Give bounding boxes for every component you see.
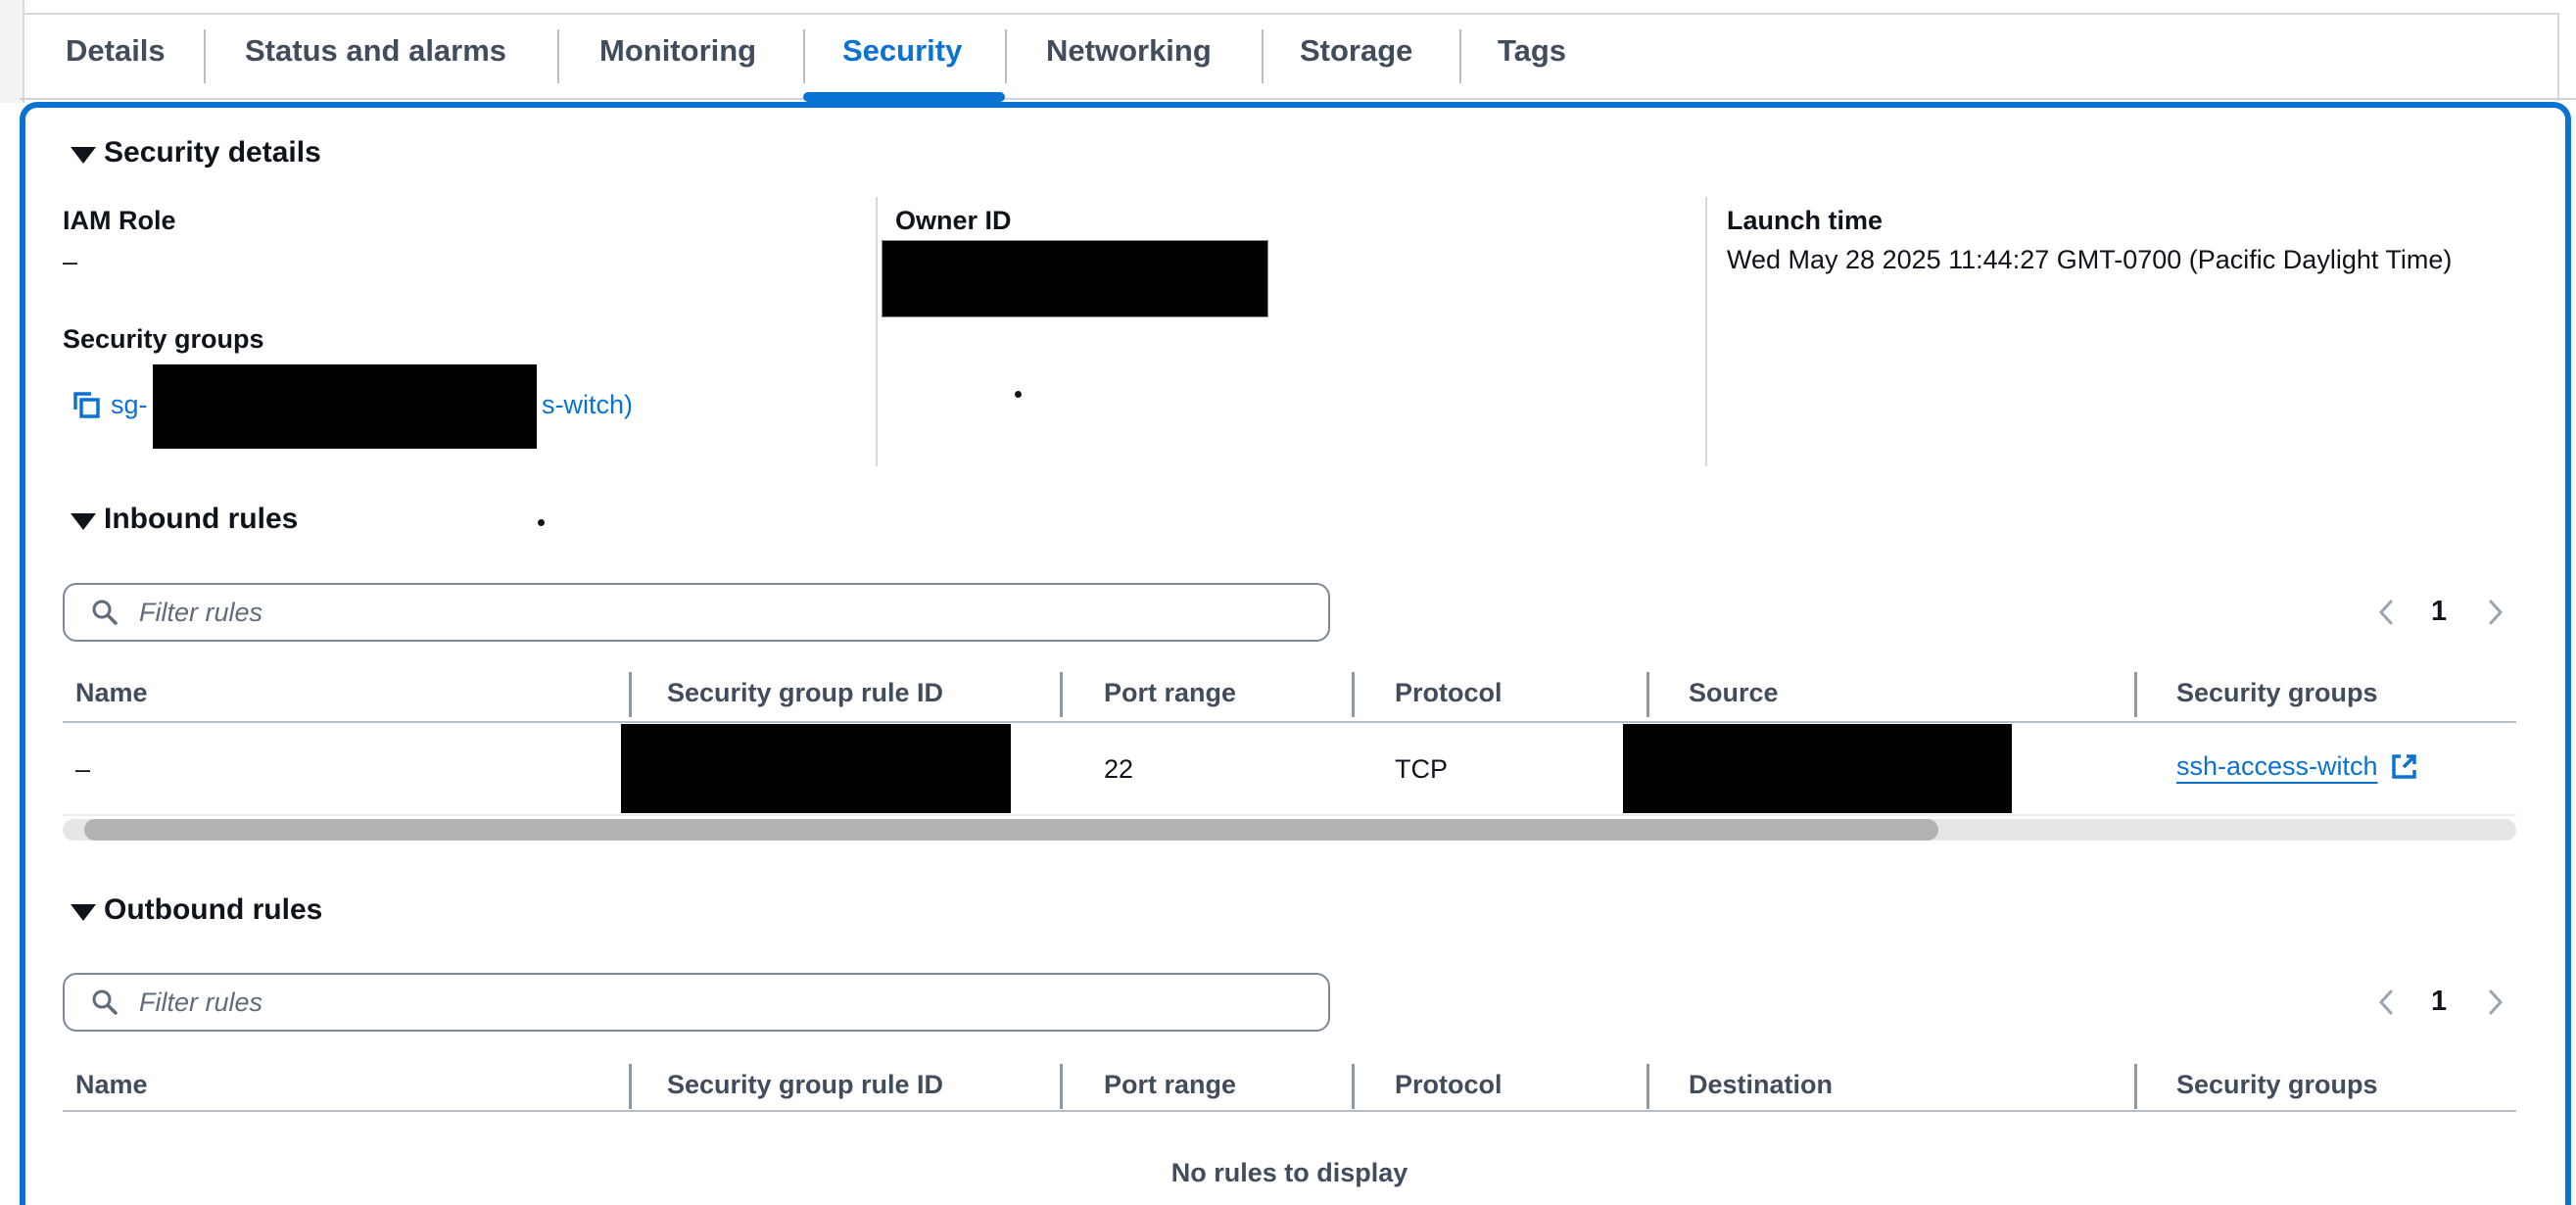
copy-icon[interactable] [71,389,102,420]
column-divider[interactable] [629,1064,632,1109]
column-header-name[interactable]: Name [75,1070,148,1099]
tab-divider [803,29,805,83]
table-header-border [63,721,2516,723]
chevron-left-icon[interactable] [2372,597,2400,628]
outbound-rules-title[interactable]: Outbound rules [104,893,323,926]
right-rail-line [2557,13,2559,101]
column-header-source[interactable]: Source [1689,678,1779,707]
security-groups-label: Security groups [63,324,264,354]
column-header-security-groups[interactable]: Security groups [2176,1070,2378,1099]
tab-monitoring[interactable]: Monitoring [599,33,757,68]
left-rail [0,0,24,103]
tab-divider [1459,29,1461,83]
iam-role-label: IAM Role [63,206,176,235]
column-header-protocol[interactable]: Protocol [1395,1070,1503,1099]
launch-time-value: Wed May 28 2025 11:44:27 GMT-0700 (Pacif… [1727,245,2453,274]
column-divider[interactable] [1352,672,1355,717]
tab-tags[interactable]: Tags [1498,33,1567,68]
tab-networking[interactable]: Networking [1046,33,1212,68]
redacted-security-group-id [153,364,537,449]
active-tab-indicator [803,92,1005,102]
column-divider [876,197,878,466]
chevron-left-icon[interactable] [2372,987,2400,1018]
tab-divider [1262,29,1264,83]
column-header-protocol[interactable]: Protocol [1395,678,1503,707]
search-icon [92,600,118,625]
cell-protocol: TCP [1395,754,1448,784]
external-link-icon [2391,754,2416,779]
column-divider[interactable] [2134,1064,2137,1109]
tab-security[interactable]: Security [842,33,963,68]
inbound-filter-input[interactable] [137,596,1309,629]
stray-dot [1015,391,1022,398]
security-group-row-link[interactable]: ssh-access-witch [2176,750,2419,782]
column-header-security-groups[interactable]: Security groups [2176,678,2378,707]
horizontal-scrollbar-thumb[interactable] [84,819,1938,841]
tab-storage[interactable]: Storage [1300,33,1413,68]
security-group-link[interactable]: sg- [111,390,148,419]
inbound-filter-field[interactable] [63,583,1330,642]
redacted-source [1623,724,2012,813]
column-divider[interactable] [1646,1064,1649,1109]
page-number[interactable]: 1 [2431,596,2448,627]
redacted-rule-id [621,724,1011,813]
caret-down-icon[interactable] [71,904,96,921]
chevron-right-icon[interactable] [2482,987,2509,1018]
column-divider[interactable] [629,672,632,717]
caret-down-icon[interactable] [71,513,96,530]
column-header-destination[interactable]: Destination [1689,1070,1834,1099]
column-divider[interactable] [1060,1064,1063,1109]
column-header-port-range[interactable]: Port range [1104,1070,1237,1099]
table-header-border [63,1110,2516,1112]
top-divider-line [23,13,2558,15]
column-divider[interactable] [2134,672,2137,717]
launch-time-label: Launch time [1727,206,1884,235]
tabstrip-bottom-border [20,98,2576,100]
tab-divider [1005,29,1007,83]
owner-id-label: Owner ID [895,206,1012,235]
inbound-rules-title[interactable]: Inbound rules [104,503,299,535]
tab-divider [557,29,559,83]
column-header-rule-id[interactable]: Security group rule ID [667,1070,944,1099]
stray-dot [538,519,545,526]
column-header-port-range[interactable]: Port range [1104,678,1237,707]
page-number[interactable]: 1 [2431,986,2448,1017]
empty-table-message: No rules to display [1170,1158,1408,1187]
column-header-name[interactable]: Name [75,678,148,707]
security-group-link-label[interactable]: ssh-access-witch [2176,750,2378,781]
chevron-right-icon[interactable] [2482,597,2509,628]
security-group-link-suffix[interactable]: s-witch) [542,390,633,419]
row-border [63,814,2516,816]
cell-port-range: 22 [1104,754,1134,784]
security-details-title[interactable]: Security details [104,136,321,169]
caret-down-icon[interactable] [71,147,96,164]
outbound-filter-field[interactable] [63,973,1330,1032]
outbound-filter-input[interactable] [137,986,1309,1019]
redacted-owner-id [882,240,1268,317]
iam-role-value: – [63,247,78,276]
search-icon [92,989,118,1015]
cell-name: – [75,754,91,784]
column-divider[interactable] [1352,1064,1355,1109]
tab-divider [204,29,206,83]
tab-details[interactable]: Details [66,33,166,68]
column-divider[interactable] [1060,672,1063,717]
column-divider [1705,197,1707,466]
column-header-rule-id[interactable]: Security group rule ID [667,678,944,707]
tab-status-and-alarms[interactable]: Status and alarms [245,33,507,68]
column-divider[interactable] [1646,672,1649,717]
